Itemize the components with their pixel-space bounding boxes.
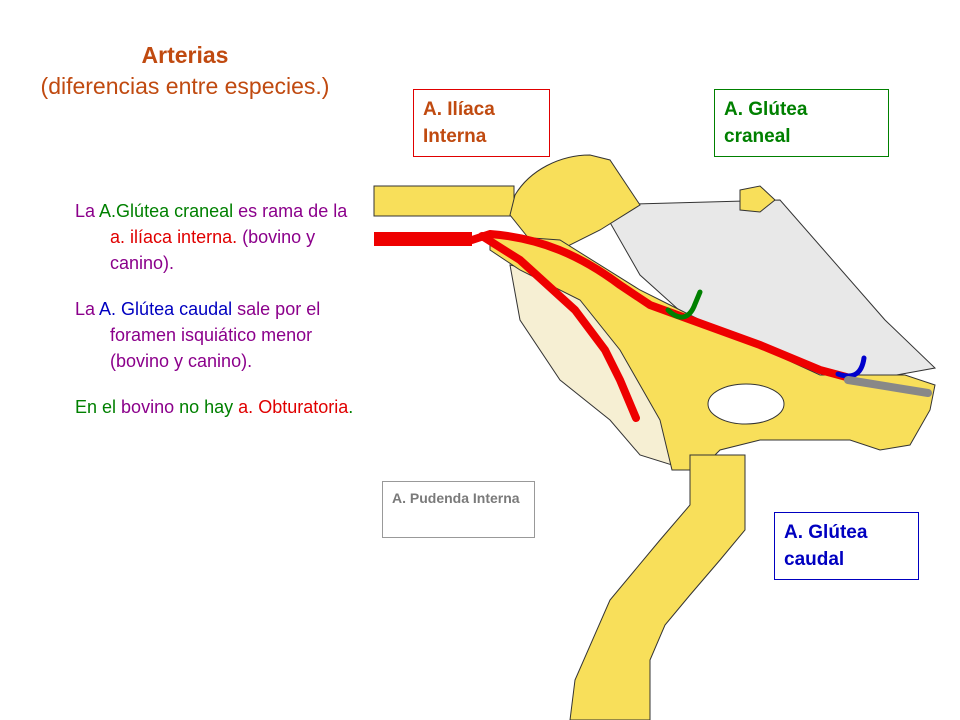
label-pudenda-interna: A. Pudenda Interna (382, 481, 535, 538)
label-iliaca-interna: A. Ilíaca Interna (413, 89, 550, 157)
p1-iliaca: a. ilíaca (110, 227, 173, 247)
p3-obturatoria: Obturatoria (258, 397, 349, 417)
sacrum-vertebra (373, 185, 515, 217)
artery-glutea-craneal (665, 289, 703, 320)
ischium-femur (569, 454, 746, 720)
p3-nohay: no hay (179, 397, 234, 417)
p2-la: La (75, 299, 96, 319)
p1-interna: interna. (177, 227, 238, 247)
paragraph-obturatoria: En el bovino no hay a. Obturatoria. (75, 394, 365, 420)
label-glutea-caudal: A. Glútea caudal (774, 512, 919, 580)
label-glutea-craneal: A. Glútea craneal (714, 89, 889, 157)
p3-dot: . (348, 397, 354, 417)
p1-es: es (238, 201, 258, 221)
artery-glutea-caudal (835, 355, 867, 379)
p1-la: La (75, 201, 96, 221)
sacral-crest (739, 185, 776, 213)
artery-iliaca-interna-trunk (374, 232, 472, 246)
p3-a: a. (238, 397, 254, 417)
p2-rest: sale por el foramen isquiático menor (bo… (110, 299, 321, 371)
artery-obturatoria-gray (844, 376, 932, 397)
p1-rama: rama de la (262, 201, 348, 221)
obturator-foramen (707, 383, 785, 425)
artery-iliaca-interna (468, 229, 854, 382)
paragraph-glutea-caudal: La A. Glútea caudal sale por el foramen … (75, 296, 365, 374)
title-subtitle: (diferencias entre especies.) (40, 73, 330, 99)
p3-en: En el (75, 397, 117, 417)
explanation-text: La A.Glútea craneal es rama de la a. ilí… (75, 198, 365, 440)
paragraph-glutea-craneal: La A.Glútea craneal es rama de la a. ilí… (75, 198, 365, 276)
p2-glutea-caudal: A. Glútea caudal (99, 299, 233, 319)
slide-title: Arterias (diferencias entre especies.) (40, 40, 330, 102)
p1-especies: (bovino y canino). (110, 227, 316, 273)
artery-pudenda-interna (478, 232, 640, 422)
p3-bovino: bovino (121, 397, 175, 417)
p1-glutea-craneal: A.Glútea craneal (99, 201, 234, 221)
title-main: Arterias (141, 42, 229, 68)
